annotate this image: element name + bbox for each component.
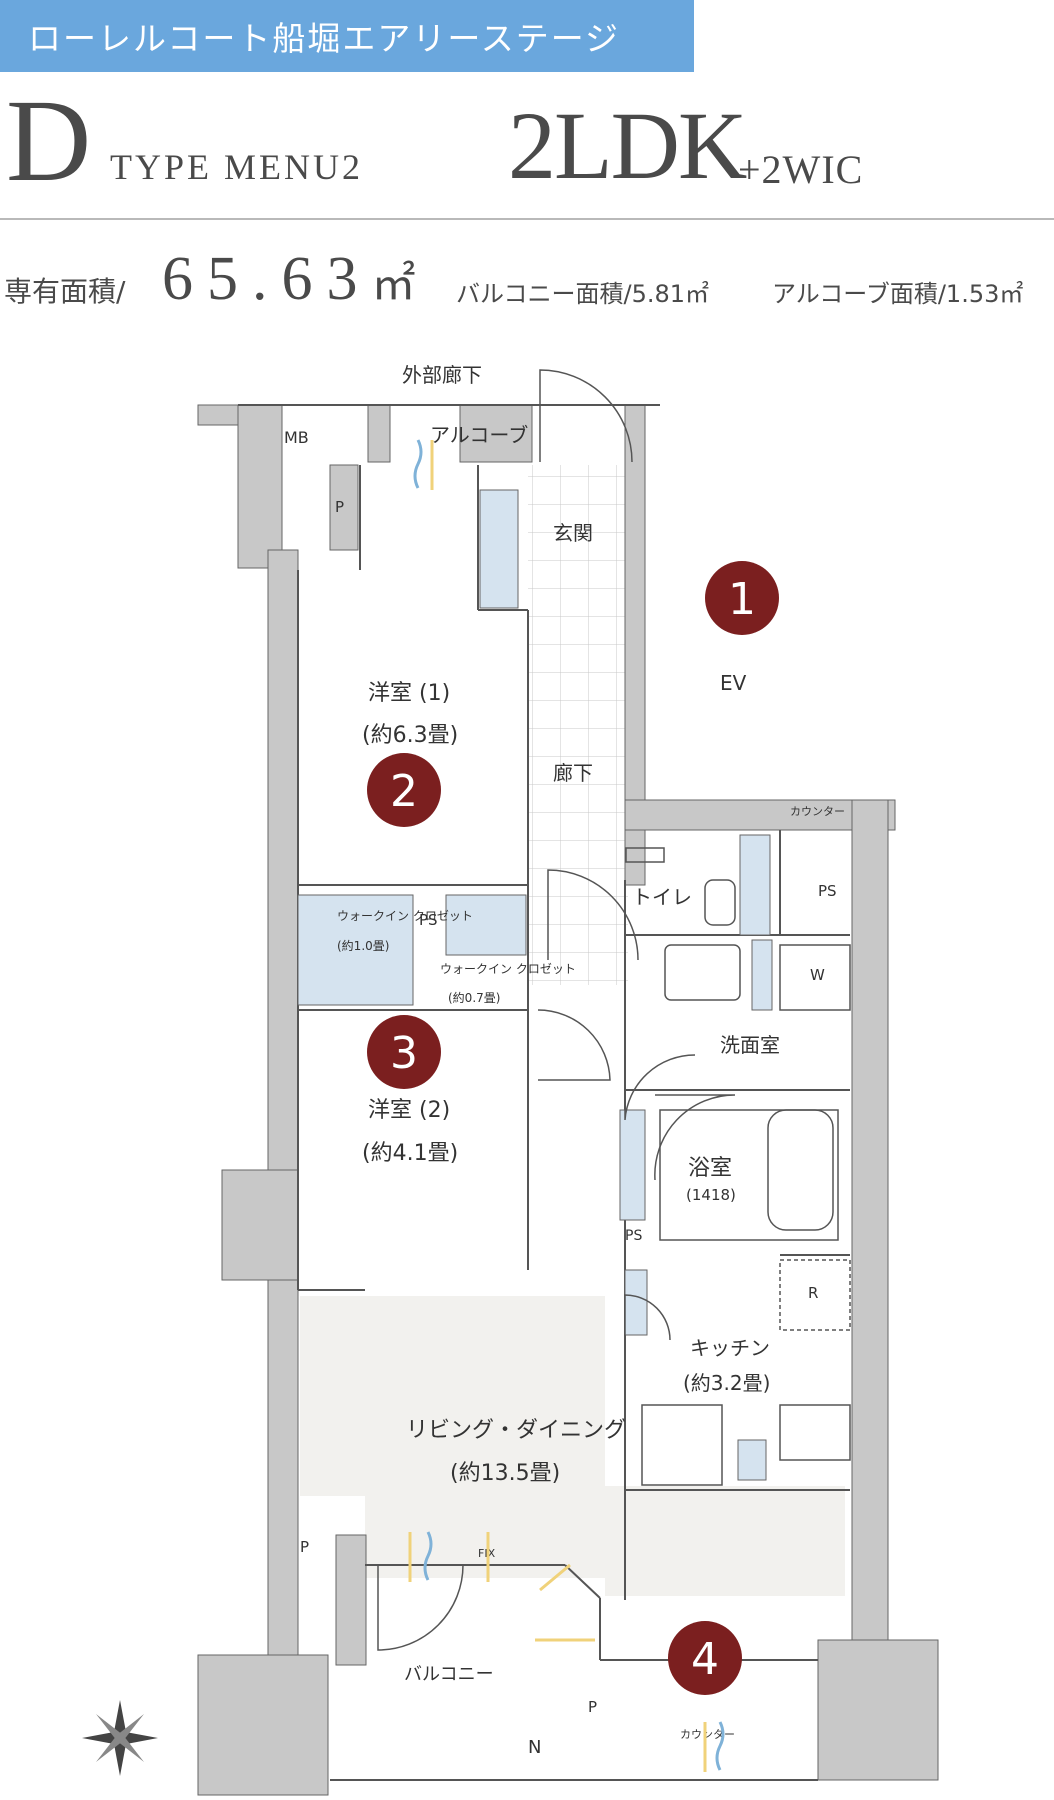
area-number: 65.63 (162, 245, 372, 313)
living-label: リビング・ダイニング (406, 1418, 626, 1443)
mb-label: MB (284, 428, 309, 447)
layout-type: 2LDK (508, 92, 747, 199)
toilet-tank (625, 847, 665, 863)
balcony-area: バルコニー面積/5.81㎡ (456, 280, 710, 308)
area-unit: ㎡ (371, 260, 416, 309)
fridge-space (779, 1259, 851, 1331)
washbasin (664, 944, 741, 1001)
doors (377, 369, 736, 1651)
washer-label: W (810, 966, 825, 984)
stove (779, 1404, 851, 1461)
markers: 1 2 3 4 (367, 561, 779, 1695)
p-label-3: P (588, 1698, 597, 1716)
area-label: 専有面積/ (4, 275, 126, 308)
area-value: 65.63㎡ (162, 244, 416, 315)
kitchen-sink (641, 1404, 723, 1486)
bath-label: 浴室 (688, 1156, 732, 1181)
counter-label-1: カウンター (790, 805, 845, 818)
outer-corridor-label: 外部廊下 (402, 363, 482, 387)
hallway-tiles (528, 465, 628, 985)
toilet-bowl (704, 879, 736, 926)
wic2-size-label: (約0.7畳) (448, 990, 500, 1005)
wic2-label: ウォークイン クロゼット (440, 962, 576, 976)
bathtub (767, 1109, 834, 1231)
washroom-label: 洗面室 (720, 1033, 780, 1057)
living-floor (300, 1296, 605, 1496)
alcove-area: アルコーブ面積/1.53㎡ (772, 280, 1024, 308)
walls (197, 404, 939, 1796)
toilet-label: トイレ (632, 885, 692, 909)
ev-label: EV (720, 671, 747, 695)
kitchen-label: キッチン (690, 1336, 770, 1360)
marker-3: 3 (390, 1028, 418, 1079)
ps-label-1: PS (818, 882, 837, 900)
marker-2-circle (367, 753, 441, 827)
fridge-label: R (808, 1284, 818, 1302)
compass-icon (82, 1700, 158, 1776)
marker-1: 1 (728, 574, 756, 625)
living-floor-3 (605, 1486, 845, 1596)
western2-label: 洋室 (2) (368, 1098, 450, 1123)
storage-areas (297, 489, 773, 1481)
marker-4-circle (668, 1621, 742, 1695)
type-letter: D (6, 75, 92, 206)
property-name: ローレルコート船堀エアリーステージ (28, 19, 621, 58)
p-label-2: P (300, 1538, 309, 1556)
bath-size-label: (1418) (686, 1186, 736, 1204)
property-banner: ローレルコート船堀エアリーステージ (0, 0, 694, 72)
ps-label-3: PS (625, 1228, 642, 1244)
counter-label-2: カウンター (680, 1728, 735, 1741)
wic1-size-label: (約1.0畳) (337, 938, 389, 953)
airflow-marks (408, 439, 725, 1772)
hallway-label: 廊下 (553, 761, 593, 785)
alcove-label: アルコーブ (430, 423, 528, 447)
entrance-label: 玄関 (553, 521, 593, 545)
living-size-label: (約13.5畳) (450, 1461, 560, 1486)
western1-size-label: (約6.3畳) (362, 723, 458, 748)
marker-1-circle (705, 561, 779, 635)
kitchen-size-label: (約3.2畳) (683, 1371, 770, 1395)
header-divider (0, 218, 1054, 220)
compass-label: N (528, 1737, 541, 1758)
balcony-label: バルコニー (404, 1664, 494, 1685)
marker-3-circle (367, 1015, 441, 1089)
western1-label: 洋室 (1) (368, 681, 450, 706)
layout-extra: +2WIC (738, 147, 864, 192)
type-menu-name: TYPE MENU2 (110, 147, 363, 187)
ps-label-2: PS (419, 911, 438, 929)
wic1-label: ウォークイン クロゼット (337, 909, 473, 923)
fixtures (625, 847, 851, 1486)
p-label-1: P (335, 498, 344, 516)
marker-2: 2 (390, 766, 418, 817)
marker-4: 4 (691, 1634, 719, 1685)
western2-size-label: (約4.1畳) (362, 1141, 458, 1166)
washer-box (779, 944, 851, 1011)
